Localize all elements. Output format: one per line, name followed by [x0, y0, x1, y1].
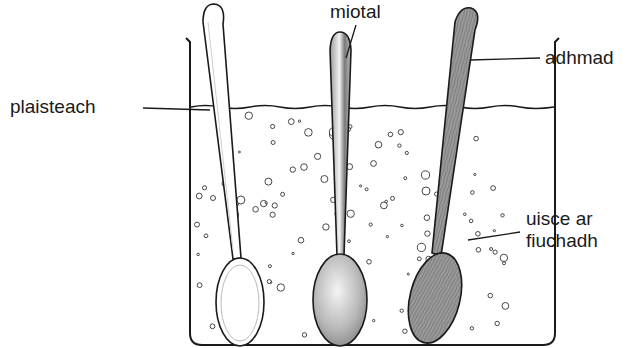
wooden-spoon: [400, 8, 478, 348]
leader-line: [468, 232, 520, 240]
beaker: [186, 38, 559, 345]
water-surface: [191, 106, 554, 109]
plastic-spoon: [203, 4, 264, 346]
metal-spoon: [313, 32, 367, 346]
part-label: uisce ar fiuchadh: [526, 208, 626, 252]
leader-line: [346, 25, 356, 58]
leader-line: [470, 58, 540, 60]
part-label: adhmad: [545, 47, 614, 69]
leader-line: [143, 108, 210, 110]
part-label: plaisteach: [10, 96, 96, 118]
part-label: miotal: [330, 1, 381, 23]
